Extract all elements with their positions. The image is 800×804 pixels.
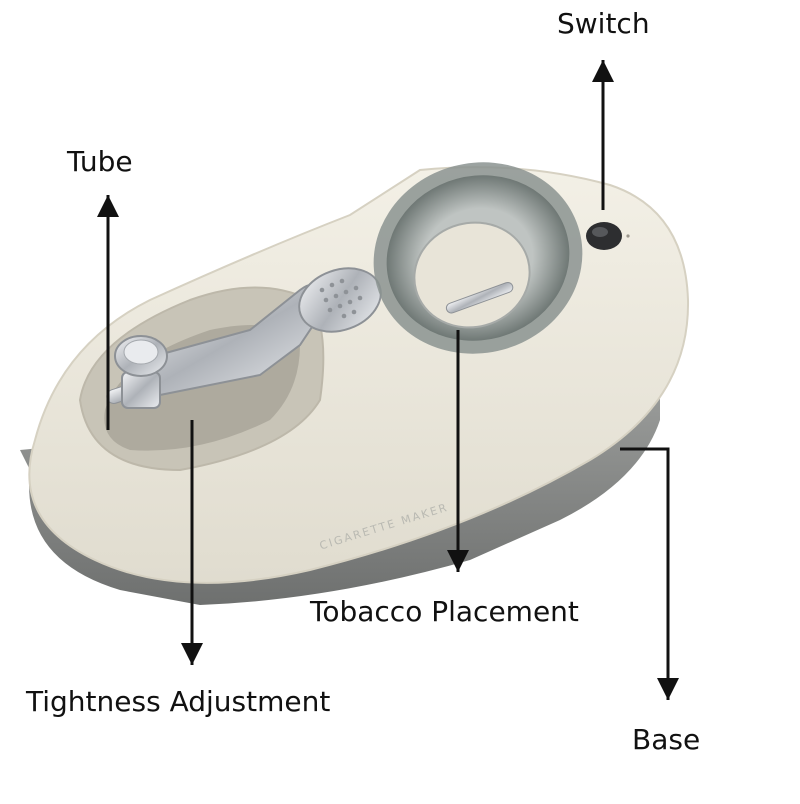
label-switch: Switch [557, 7, 650, 40]
tobacco-hopper [373, 162, 583, 354]
arrow-base-line [620, 447, 670, 700]
label-base: Base [632, 723, 701, 756]
grip-holes [319, 278, 363, 319]
label-tobacco-placement: Tobacco Placement [310, 595, 579, 628]
arrow-tube-head [97, 195, 119, 217]
label-tightness-adjustment: Tightness Adjustment [26, 685, 331, 718]
arrow-base-head [657, 678, 679, 700]
power-switch [586, 222, 630, 250]
arrow-tightness-head [181, 643, 203, 665]
label-tube: Tube [67, 145, 133, 178]
arrow-switch-head [592, 60, 614, 82]
arrow-tobacco-head [447, 550, 469, 572]
annotation-arrows [97, 60, 679, 700]
tightness-knob [114, 335, 168, 409]
